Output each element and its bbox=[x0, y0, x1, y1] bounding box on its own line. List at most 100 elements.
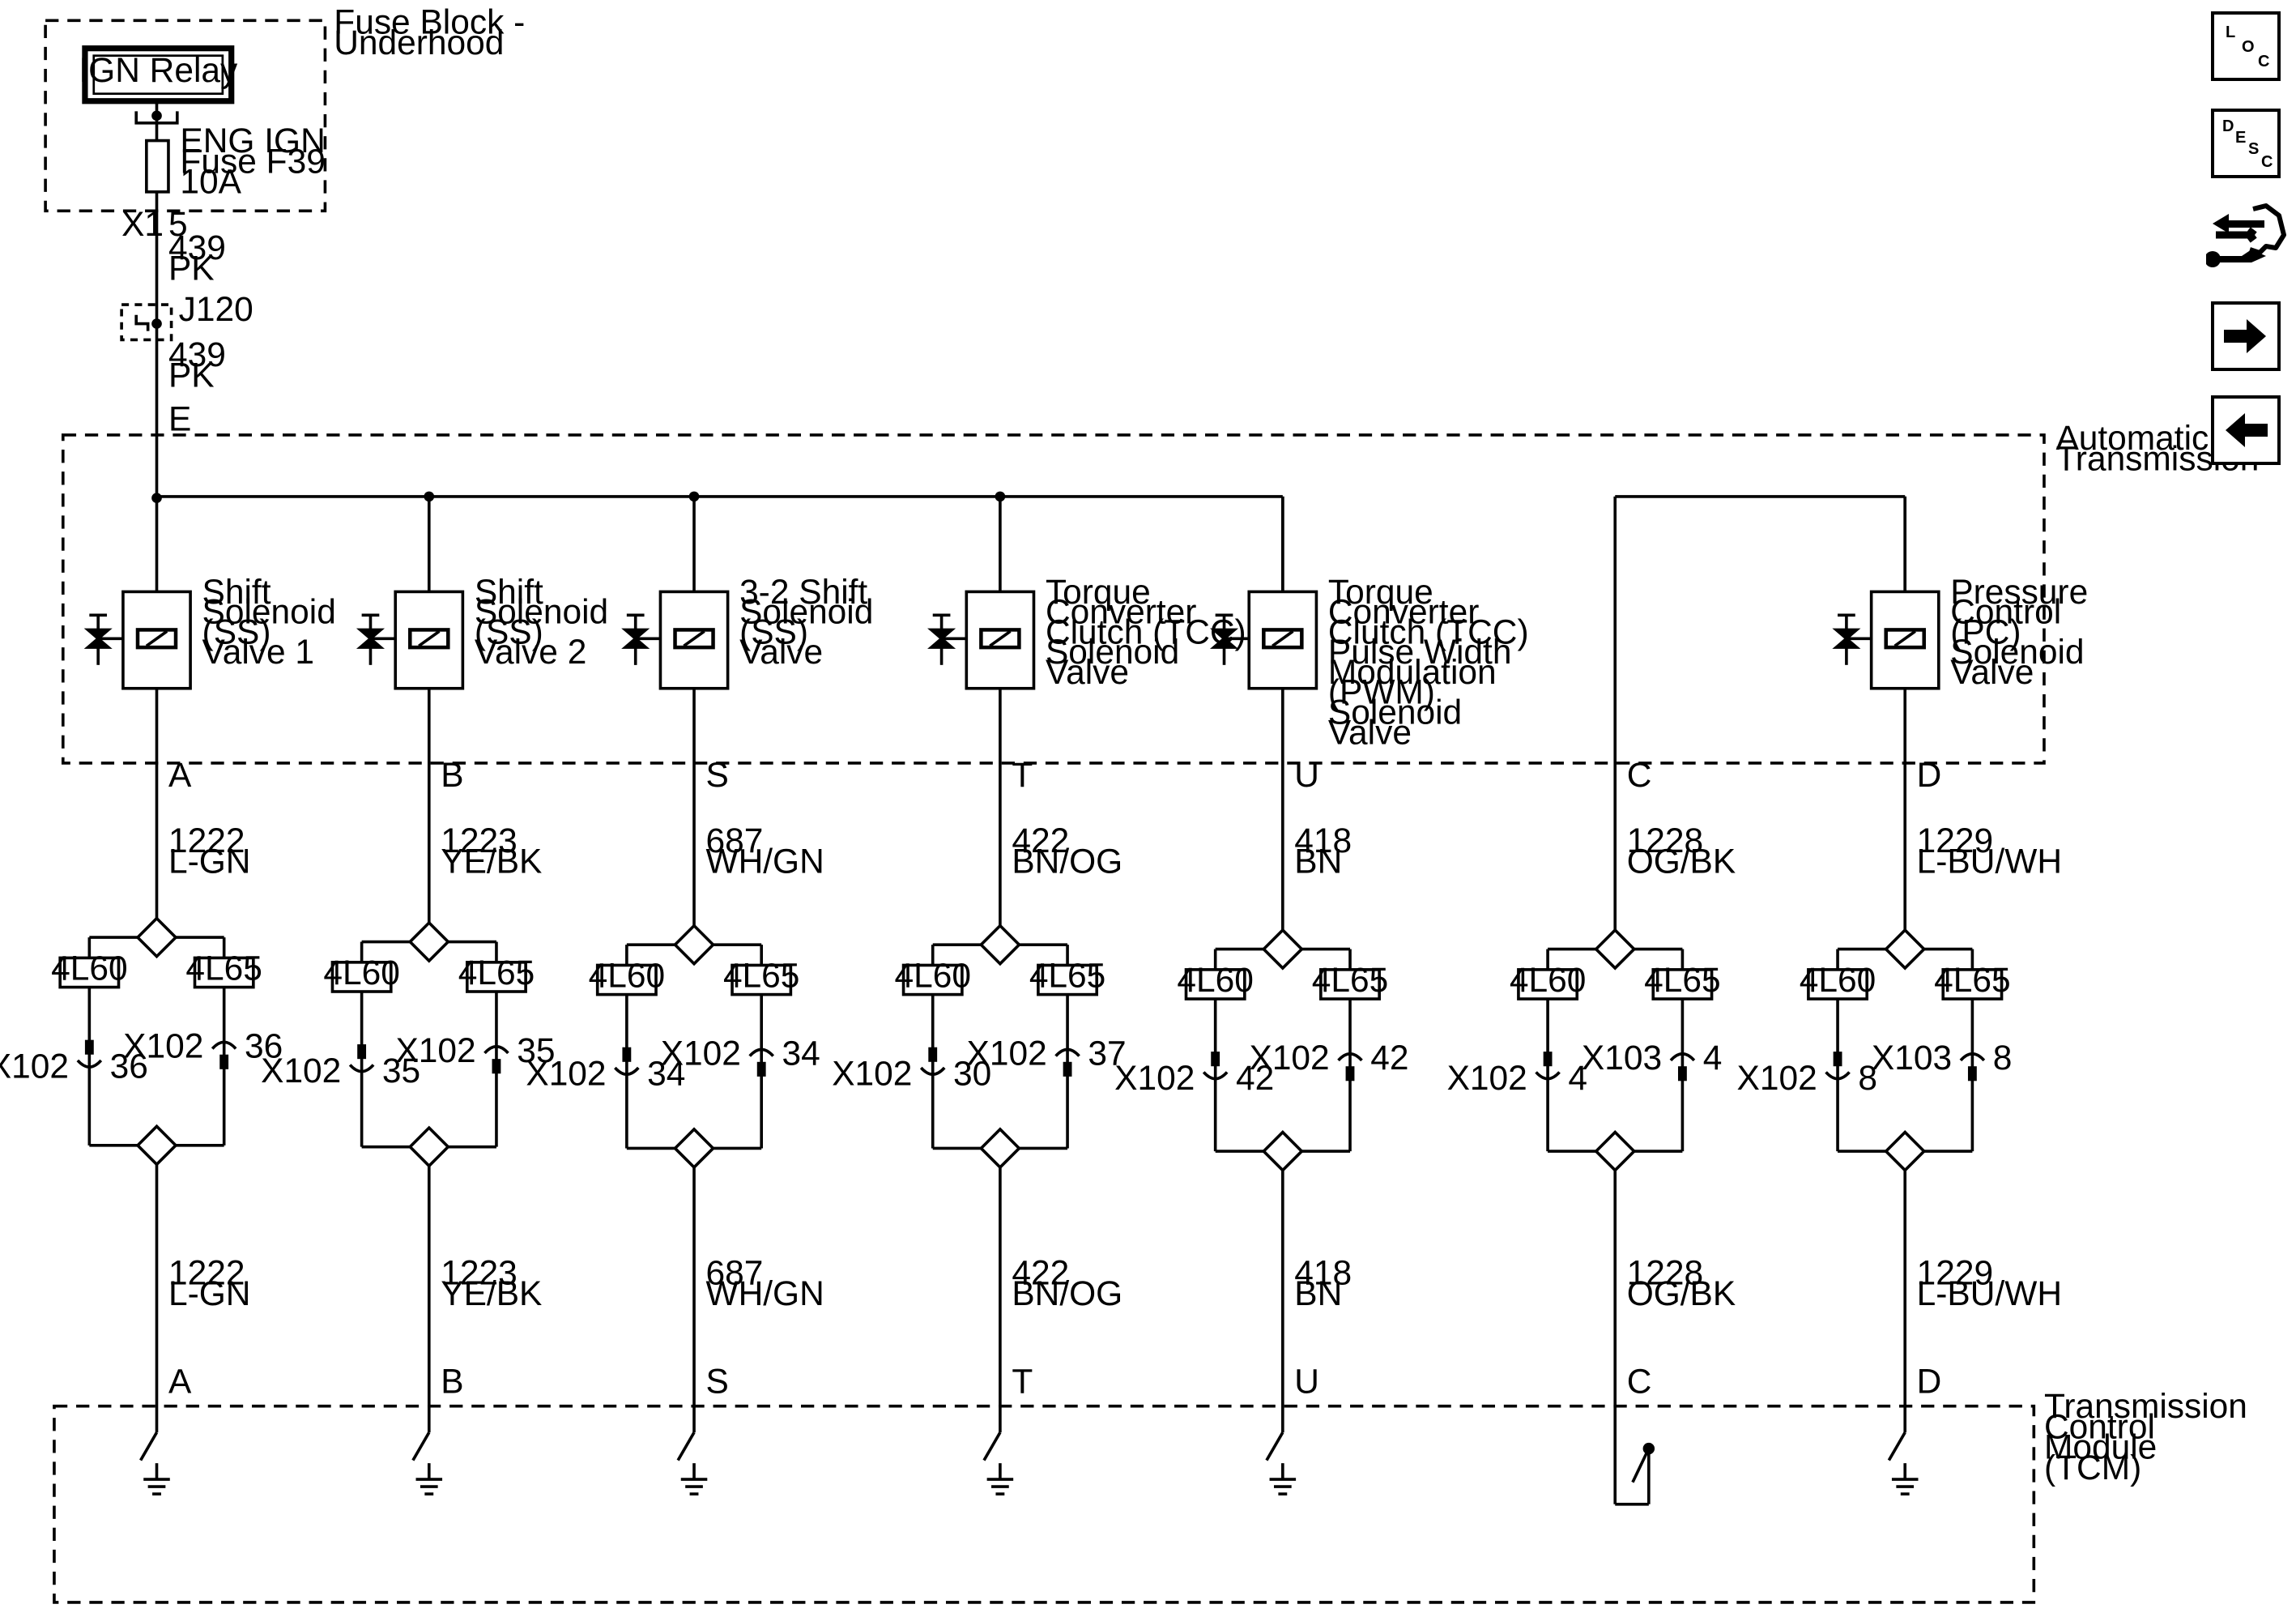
solenoid-label-line: Converter bbox=[1046, 594, 1196, 632]
solenoid-label-line: 3-2 Shift bbox=[739, 574, 867, 612]
left-pin-label: 4 bbox=[1568, 1060, 1587, 1098]
fuse-number: Fuse F39 bbox=[180, 143, 325, 181]
desc-letter-s: S bbox=[2248, 140, 2260, 158]
automatic-transmission-outline bbox=[61, 433, 2046, 765]
left-pin-label: 30 bbox=[953, 1056, 991, 1094]
wire-color-label-lower: L-GN bbox=[168, 1275, 250, 1313]
option-4l65-label: 4L65 bbox=[1644, 962, 1720, 1000]
tcm-label-4: (TCM) bbox=[2044, 1449, 2141, 1487]
left-pin-label: 35 bbox=[382, 1052, 420, 1090]
wire-color-label: L-GN bbox=[168, 843, 250, 881]
option-4l60-label: 4L60 bbox=[51, 950, 127, 988]
wire-color-label: WH/GN bbox=[705, 843, 824, 881]
solenoid-label-line: Solenoid bbox=[202, 594, 336, 632]
tcm-label-2: Control bbox=[2044, 1408, 2155, 1446]
loc-letter-l: L bbox=[2226, 23, 2236, 41]
right-connector-label: X102 bbox=[967, 1035, 1047, 1073]
tcm-pin-label: A bbox=[168, 1363, 192, 1401]
left-pin-label: 34 bbox=[647, 1056, 685, 1094]
left-connector-label: X102 bbox=[0, 1048, 69, 1086]
solenoid-symbol bbox=[83, 496, 192, 938]
option-4l60-label: 4L60 bbox=[894, 958, 970, 996]
option-4l65-label: 4L65 bbox=[1934, 962, 2010, 1000]
left-pin-label: 42 bbox=[1236, 1060, 1274, 1098]
circuit-number-label-lower: 1229 bbox=[1917, 1255, 1993, 1293]
loc-letter-o: O bbox=[2242, 38, 2255, 56]
wire-color-label: BN/OG bbox=[1012, 843, 1122, 881]
solenoid-label-line: Shift bbox=[475, 574, 543, 612]
circuit-number-label-lower: 422 bbox=[1012, 1255, 1069, 1293]
tcm-pin-label: D bbox=[1917, 1363, 1942, 1401]
wire-color-label-lower: OG/BK bbox=[1627, 1275, 1736, 1313]
left-pin-label: 8 bbox=[1858, 1060, 1877, 1098]
service-info-button[interactable] bbox=[2204, 203, 2287, 280]
fuse-block-title-2: Underhood bbox=[334, 24, 504, 62]
right-connector-label: X102 bbox=[123, 1027, 203, 1065]
option-4l65-label: 4L65 bbox=[458, 954, 535, 992]
next-page-arrow-icon bbox=[2224, 319, 2266, 353]
right-pin-label: 37 bbox=[1088, 1035, 1126, 1073]
tcm-pin-label: U bbox=[1294, 1363, 1319, 1401]
location-button[interactable]: L O C bbox=[2211, 11, 2281, 81]
right-connector-label: X103 bbox=[1872, 1039, 1952, 1077]
solenoid-label-line: Solenoid bbox=[1328, 693, 1462, 732]
fuse-name: ENG IGN bbox=[180, 122, 325, 160]
solenoid-label-line: Valve bbox=[739, 634, 823, 672]
circuit-number-label-lower: 687 bbox=[705, 1255, 763, 1293]
circuit-number-label-lower: 418 bbox=[1294, 1255, 1352, 1293]
feed-color-upper: PK bbox=[168, 250, 215, 288]
feed-circuit-lower: 439 bbox=[168, 336, 226, 374]
previous-page-button[interactable] bbox=[2211, 395, 2281, 465]
right-pin-label: 4 bbox=[1703, 1039, 1723, 1077]
solenoid-symbol bbox=[1832, 496, 1940, 938]
option-4l60-label: 4L60 bbox=[1177, 962, 1253, 1000]
wire-color-label: OG/BK bbox=[1627, 843, 1736, 881]
tcm-pin-label: B bbox=[441, 1363, 463, 1401]
entry-pin-label: E bbox=[168, 401, 191, 439]
wire-branch bbox=[1807, 928, 2004, 1495]
option-4l65-label: 4L65 bbox=[1029, 958, 1105, 996]
right-pin-label: 34 bbox=[782, 1035, 820, 1073]
right-connector-label: X102 bbox=[395, 1032, 475, 1070]
solenoid-label-line: Solenoid bbox=[1950, 634, 2084, 672]
solenoid-label-line: Solenoid bbox=[739, 594, 873, 632]
solenoid-label-line: Torque bbox=[1328, 574, 1433, 612]
wire-branch bbox=[1184, 928, 1381, 1495]
wire-color-label-lower: L-BU/WH bbox=[1917, 1275, 2062, 1313]
next-page-button[interactable] bbox=[2211, 301, 2281, 371]
wire-color-label-lower: WH/GN bbox=[705, 1275, 824, 1313]
service-info-icon bbox=[2204, 203, 2286, 267]
connector-pin-label: U bbox=[1294, 757, 1319, 795]
wire-branch bbox=[1517, 928, 1714, 1506]
solenoid-label-line: (SS) bbox=[475, 613, 543, 651]
solenoid-symbol bbox=[927, 496, 1036, 938]
solenoid-label-line: Clutch (TCC) bbox=[1328, 613, 1529, 651]
left-connector-label: X102 bbox=[1737, 1060, 1817, 1098]
x1-connector-label: X1 bbox=[121, 206, 164, 244]
solenoid-label-line: Converter bbox=[1328, 594, 1479, 632]
connector-pin-label: T bbox=[1012, 757, 1033, 795]
option-4l60-label: 4L60 bbox=[323, 954, 399, 992]
solenoid-label-line: Valve 2 bbox=[475, 634, 587, 672]
solenoid-label-line: Solenoid bbox=[1046, 634, 1179, 672]
feed-color-lower: PK bbox=[168, 356, 215, 395]
wire-branch bbox=[901, 924, 1099, 1495]
connector-pin-label: D bbox=[1917, 757, 1942, 795]
solenoid-label-line: (PC) bbox=[1950, 613, 2021, 651]
desc-letter-c: C bbox=[2261, 153, 2273, 171]
solenoid-label-line: (PWM) bbox=[1328, 674, 1435, 712]
solenoid-label-line: Valve 1 bbox=[202, 634, 315, 672]
left-connector-label: X102 bbox=[832, 1056, 912, 1094]
option-4l65-label: 4L65 bbox=[723, 958, 799, 996]
solenoid-label-line: Pulse Width bbox=[1328, 634, 1512, 672]
wire-color-label: L-BU/WH bbox=[1917, 843, 2062, 881]
description-button[interactable]: D E S C bbox=[2211, 109, 2281, 178]
circuit-number-label-lower: 1222 bbox=[168, 1255, 245, 1293]
wire-color-label-lower: YE/BK bbox=[441, 1275, 542, 1313]
circuit-number-label-lower: 1223 bbox=[441, 1255, 517, 1293]
wire-branch bbox=[595, 924, 793, 1495]
solenoid-label-line: Clutch (TCC) bbox=[1046, 613, 1246, 651]
splice-j120-box bbox=[120, 303, 173, 342]
circuit-number-label: 1229 bbox=[1917, 822, 1993, 860]
